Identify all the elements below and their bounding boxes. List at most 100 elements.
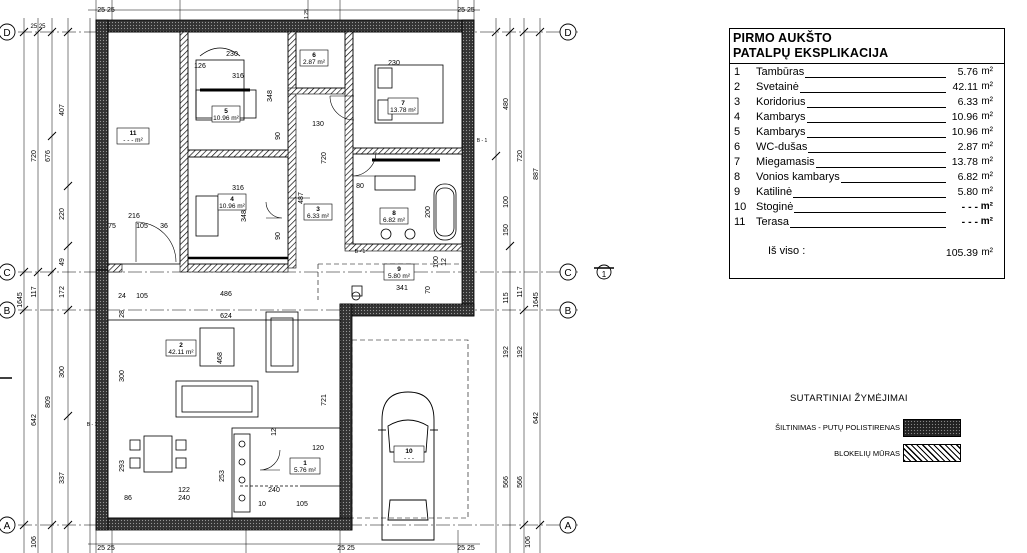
svg-text:487: 487 bbox=[298, 192, 305, 204]
svg-text:12: 12 bbox=[271, 428, 278, 436]
svg-text:28: 28 bbox=[119, 310, 126, 318]
dimension-ticks bbox=[19, 27, 545, 530]
svg-text:720: 720 bbox=[321, 152, 328, 164]
svg-text:230: 230 bbox=[226, 51, 238, 58]
table-row: 4 Kambarys 10.96 m² bbox=[734, 111, 993, 123]
svg-text:7: 7 bbox=[401, 100, 405, 107]
legend-title: SUTARTINIAI ŽYMĖJIMAI bbox=[790, 393, 908, 404]
floor-plan: D D C C B B A A 1 bbox=[0, 0, 614, 553]
svg-text:642: 642 bbox=[533, 412, 540, 424]
interior-dimensions: 230 126 316 348 230 316 348 216 75 105 3… bbox=[87, 51, 488, 508]
svg-text:25 25: 25 25 bbox=[337, 545, 355, 552]
axis-a-right: A bbox=[565, 521, 572, 532]
svg-text:3: 3 bbox=[316, 206, 320, 213]
total-value: 105.39 bbox=[945, 247, 978, 259]
table-title-line2: PATALPŲ EKSPLIKACIJA bbox=[733, 46, 889, 60]
svg-text:300: 300 bbox=[119, 370, 126, 382]
table-row: 1 Tambūras 5.76 m² bbox=[734, 66, 993, 78]
table-row: 2 Svetainė 42.11 m² bbox=[734, 81, 993, 93]
room-schedule-table: PIRMO AUKŠTO PATALPŲ EKSPLIKACIJA 1 Tamb… bbox=[729, 28, 1005, 279]
room-tag-6: 6 2.87 m² bbox=[299, 49, 329, 67]
svg-text:887: 887 bbox=[533, 168, 540, 180]
svg-text:316: 316 bbox=[232, 185, 244, 192]
svg-text:25 25: 25 25 bbox=[457, 545, 475, 552]
svg-text:5: 5 bbox=[224, 108, 228, 115]
svg-text:676: 676 bbox=[45, 150, 52, 162]
svg-text:150: 150 bbox=[503, 224, 510, 236]
svg-text:- - - m²: - - - m² bbox=[123, 137, 143, 144]
svg-text:192: 192 bbox=[517, 346, 524, 358]
svg-text:486: 486 bbox=[220, 291, 232, 298]
section-mark-label: 1 bbox=[602, 270, 607, 279]
svg-text:70: 70 bbox=[425, 286, 432, 294]
total-unit: m² bbox=[981, 247, 993, 258]
svg-text:6: 6 bbox=[312, 52, 316, 59]
svg-text:721: 721 bbox=[321, 394, 328, 406]
room-tag-11: 11 - - - m² bbox=[116, 127, 150, 145]
svg-text:86: 86 bbox=[124, 495, 132, 502]
svg-text:90: 90 bbox=[275, 132, 282, 140]
svg-text:300: 300 bbox=[59, 366, 66, 378]
svg-text:316: 316 bbox=[232, 73, 244, 80]
table-row: 9 Katilinė 5.80 m² bbox=[734, 186, 993, 198]
svg-text:10: 10 bbox=[405, 448, 413, 455]
svg-text:230: 230 bbox=[388, 60, 400, 67]
svg-text:25 25: 25 25 bbox=[457, 7, 475, 14]
svg-text:5.80 m²: 5.80 m² bbox=[388, 273, 411, 280]
legend-swatch-insulation bbox=[903, 419, 961, 437]
svg-text:10: 10 bbox=[258, 501, 266, 508]
svg-text:B - 1: B - 1 bbox=[87, 422, 98, 428]
axis-b-right: B bbox=[565, 306, 572, 317]
svg-text:106: 106 bbox=[525, 536, 532, 548]
legend-swatch-blockwork bbox=[903, 444, 961, 462]
svg-text:642: 642 bbox=[31, 414, 38, 426]
svg-text:480: 480 bbox=[503, 98, 510, 110]
svg-text:80: 80 bbox=[356, 183, 364, 190]
svg-text:720: 720 bbox=[31, 150, 38, 162]
table-row: 6 WC-dušas 2.87 m² bbox=[734, 141, 993, 153]
svg-text:5.76 m²: 5.76 m² bbox=[294, 467, 317, 474]
svg-text:100: 100 bbox=[503, 196, 510, 208]
room-tags: 11 - - - m² 5 10.96 m² 4 10.96 m² 6 2.87… bbox=[116, 49, 425, 475]
room-tag-3: 3 6.33 m² bbox=[303, 203, 333, 221]
svg-text:337: 337 bbox=[59, 472, 66, 484]
axis-d-left: D bbox=[3, 28, 10, 39]
svg-text:75: 75 bbox=[108, 223, 116, 230]
outer-dimensions: 720 676 407 220 49 1645 117 172 809 642 … bbox=[17, 7, 540, 552]
svg-text:42.11 m²: 42.11 m² bbox=[168, 349, 194, 356]
axis-c-right: C bbox=[564, 268, 571, 279]
window-sill bbox=[374, 175, 416, 191]
svg-text:192: 192 bbox=[503, 346, 510, 358]
svg-text:253: 253 bbox=[219, 470, 226, 482]
room-tag-5: 5 10.96 m² bbox=[211, 105, 241, 123]
svg-text:8: 8 bbox=[392, 210, 396, 217]
total-label: Iš viso : bbox=[768, 245, 806, 257]
svg-text:105: 105 bbox=[136, 293, 148, 300]
table-title-line1: PIRMO AUKŠTO bbox=[733, 31, 832, 45]
svg-text:1 25: 1 25 bbox=[304, 9, 310, 19]
svg-text:6.82 m²: 6.82 m² bbox=[383, 217, 406, 224]
svg-text:9: 9 bbox=[397, 266, 401, 273]
svg-text:120: 120 bbox=[312, 445, 324, 452]
svg-text:1: 1 bbox=[303, 460, 307, 467]
axis-b-left: B bbox=[4, 306, 11, 317]
svg-text:49: 49 bbox=[59, 258, 66, 266]
table-row: 10 Stoginė - - - m² bbox=[734, 201, 993, 213]
svg-text:720: 720 bbox=[517, 150, 524, 162]
svg-text:36: 36 bbox=[160, 223, 168, 230]
armchair bbox=[265, 311, 299, 373]
svg-text:216: 216 bbox=[128, 213, 140, 220]
svg-text:117: 117 bbox=[31, 286, 38, 297]
svg-text:6.33 m²: 6.33 m² bbox=[307, 213, 330, 220]
table-row: 8 Vonios kambarys 6.82 m² bbox=[734, 171, 993, 183]
table-row: 7 Miegamasis 13.78 m² bbox=[734, 156, 993, 168]
legend-label-insulation: ŠILTINIMAS - PUTŲ POLISTIRENAS bbox=[775, 423, 900, 432]
dimension-lines bbox=[23, 0, 541, 553]
svg-text:566: 566 bbox=[517, 476, 524, 488]
sofa bbox=[175, 380, 259, 418]
svg-text:348: 348 bbox=[267, 90, 274, 102]
svg-text:122: 122 bbox=[178, 487, 190, 494]
room-tag-2: 2 42.11 m² bbox=[165, 339, 197, 357]
table-title: PIRMO AUKŠTO PATALPŲ EKSPLIKACIJA bbox=[730, 29, 1004, 64]
room-tag-7: 7 13.78 m² bbox=[387, 97, 419, 115]
